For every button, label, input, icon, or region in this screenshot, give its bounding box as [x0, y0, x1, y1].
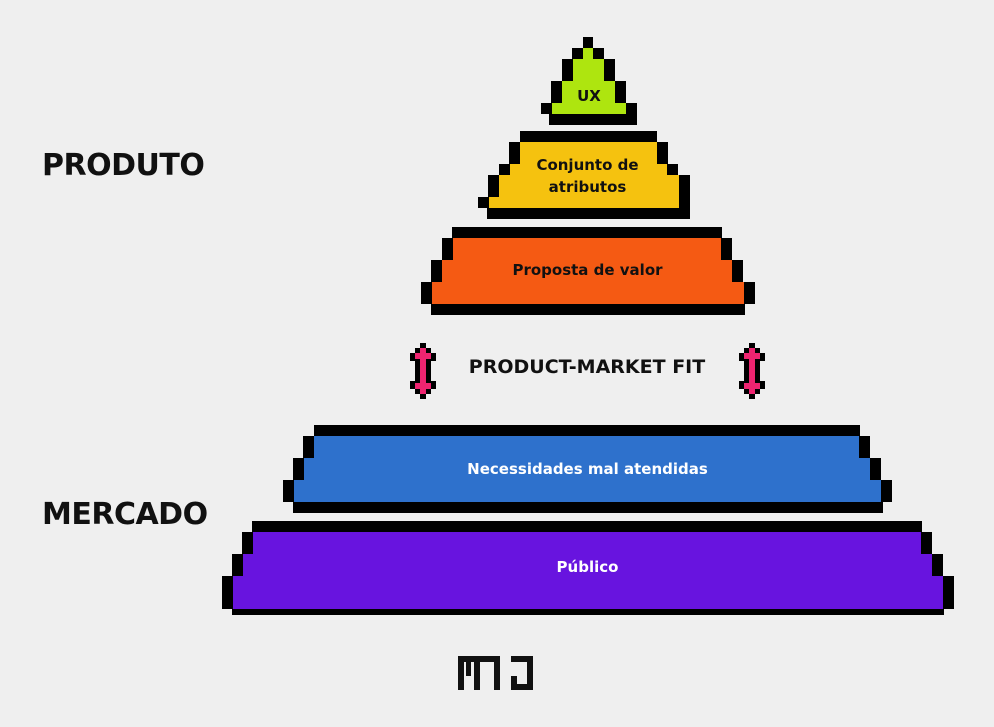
double-arrow-left-icon — [410, 343, 436, 399]
mj-logo — [458, 656, 533, 690]
layer-label-ux: UX — [577, 87, 601, 105]
layer-label-atributos: Conjunto de atributos — [536, 156, 639, 196]
layer-atributos — [478, 131, 690, 219]
layer-proposta — [421, 227, 755, 315]
product-market-fit-label: PRODUCT-MARKET FIT — [468, 356, 706, 378]
layer-publico — [222, 521, 954, 615]
pyramid-layers — [222, 37, 954, 615]
layer-label-proposta: Proposta de valor — [512, 261, 663, 279]
label-mercado: MERCADO — [42, 497, 208, 532]
double-arrow-right-icon — [739, 343, 765, 399]
layer-label-publico: Público — [556, 558, 619, 576]
layer-necessidades — [283, 425, 892, 513]
layer-ux — [541, 37, 637, 125]
label-produto: PRODUTO — [42, 148, 205, 183]
fit-arrows — [410, 343, 765, 399]
layer-label-necessidades: Necessidades mal atendidas — [467, 460, 708, 478]
